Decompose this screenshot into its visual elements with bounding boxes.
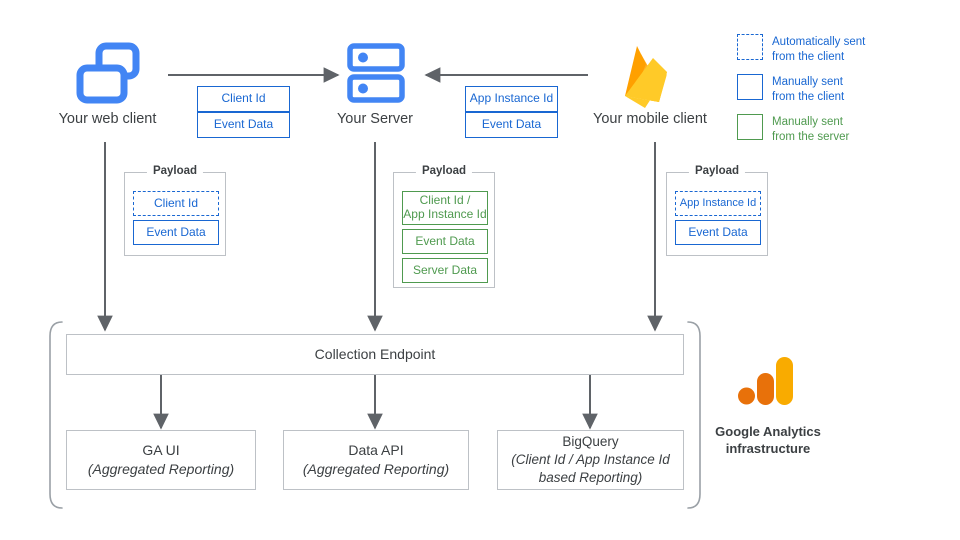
output-box-bigquery: BigQuery (Client Id / App Instance Id ba… [497,430,684,490]
payload-item-app-instance-id: App Instance Id [675,191,761,216]
legend-item-auto-client: Automatically sent from the client [737,34,865,65]
server-icon [346,42,406,104]
output-title-data-api: Data API [348,442,404,459]
payload-box-web: Payload Client Id Event Data [124,165,226,256]
mobile-client-label: Your mobile client [593,111,707,127]
web-client-label: Your web client [58,111,157,127]
transfer-chip-client-id: Client Id [197,86,290,112]
payload-box-mobile: Payload App Instance Id Event Data [666,165,768,256]
payload-item-event-data-server: Event Data [402,229,488,254]
collection-endpoint-label: Collection Endpoint [314,346,436,363]
legend-label-auto-client: Automatically sent from the client [772,36,866,63]
output-subtitle-ga-ui: (Aggregated Reporting) [87,461,235,477]
transfer-chip-event-data: Event Data [197,112,290,138]
collection-endpoint-box: Collection Endpoint [66,334,684,375]
server-label: Your Server [336,111,414,127]
legend-label-manual-client: Manually sent from the client [772,76,845,103]
payload-title-mobile: Payload [688,165,746,177]
payload-item-event-data-mobile: Event Data [675,220,761,245]
legend-label-manual-server: Manually sent from the server [772,116,850,143]
legend-item-manual-server: Manually sent from the server [737,114,849,145]
output-title-ga-ui: GA UI [142,442,180,459]
payload-title-web: Payload [146,165,204,177]
firebase-icon [615,38,683,110]
output-subtitle-bigquery: (Client Id / App Instance Id based Repor… [511,451,670,486]
legend-swatch-green [737,114,763,140]
payload-title-server: Payload [415,165,473,177]
payload-box-server: Payload Client Id / App Instance Id Even… [393,165,495,288]
google-analytics-logo [737,355,801,411]
legend-item-manual-client: Manually sent from the client [737,74,844,105]
transfer-chip-event-data-mobile: Event Data [465,112,558,138]
payload-item-event-data: Event Data [133,220,219,245]
web-client-icon [72,38,142,108]
output-box-ga-ui: GA UI (Aggregated Reporting) [66,430,256,490]
payload-item-server-data: Server Data [402,258,488,283]
output-title-bigquery: BigQuery [562,433,619,449]
transfer-chip-app-instance-id: App Instance Id [465,86,558,112]
legend-swatch-dashed-blue [737,34,763,60]
legend-swatch-blue [737,74,763,100]
payload-item-client-id: Client Id [133,191,219,216]
ga-infrastructure-caption: Google Analytics infrastructure [715,424,821,456]
output-subtitle-data-api: (Aggregated Reporting) [302,461,450,477]
payload-item-client-or-app-instance-id: Client Id / App Instance Id [402,191,488,225]
output-box-data-api: Data API (Aggregated Reporting) [283,430,469,490]
